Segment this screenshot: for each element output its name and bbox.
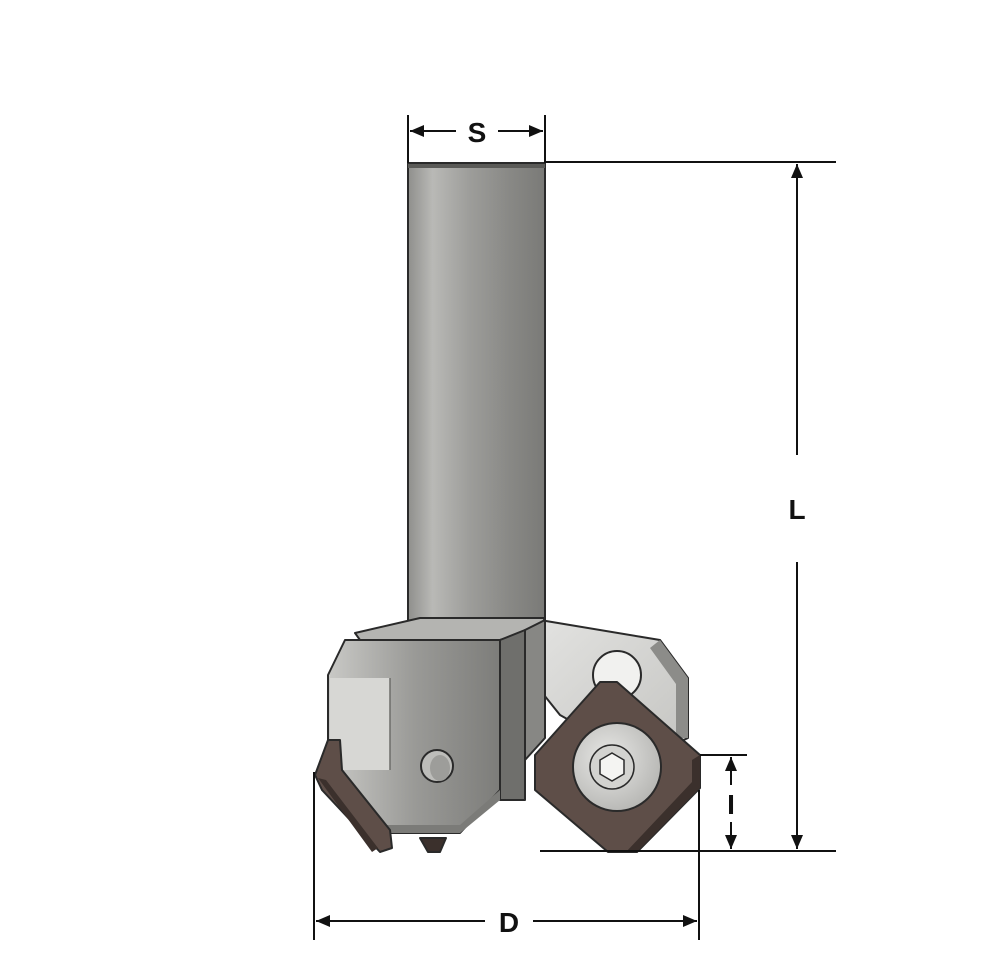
- dimension-s: S: [407, 115, 546, 163]
- hex-socket-icon: [599, 752, 625, 782]
- right-insert: [534, 681, 701, 853]
- dimension-i-label: I: [727, 789, 735, 820]
- dimension-s-label: S: [468, 117, 487, 148]
- dimension-d-label: D: [499, 907, 519, 938]
- cutter-body: [327, 617, 546, 834]
- left-insert: [314, 739, 447, 853]
- shank: [407, 162, 546, 624]
- dimension-l: L: [540, 161, 836, 852]
- dimension-d: D: [313, 772, 700, 940]
- dimension-l-label: L: [788, 494, 805, 525]
- dimension-i: I: [700, 754, 747, 849]
